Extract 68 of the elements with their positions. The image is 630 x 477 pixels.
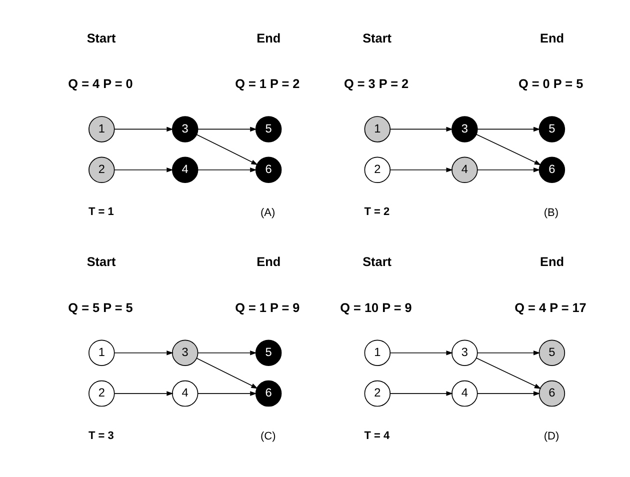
node-circle: 1 [364, 340, 390, 366]
node-circle: 4 [171, 156, 198, 183]
label: T = 2 [364, 206, 390, 218]
label: Q = 0 P = 5 [518, 77, 583, 92]
label: T = 4 [364, 430, 390, 442]
node-circle: 2 [364, 380, 390, 407]
label: (D) [543, 430, 559, 443]
node-circle: 6 [254, 380, 282, 407]
node-circle: 3 [451, 340, 478, 366]
node-circle: 5 [538, 340, 565, 366]
label: Start [362, 31, 391, 46]
node-circle: 1 [364, 116, 390, 142]
label: T = 3 [88, 430, 114, 442]
node-circle: 1 [88, 116, 114, 142]
label: Q = 1 P = 9 [234, 300, 300, 315]
arrow [476, 391, 540, 396]
label: Start [86, 255, 116, 270]
label: Q = 4 P = 0 [68, 77, 132, 92]
label: Q = 5 P = 5 [68, 300, 132, 315]
node-circle: 3 [451, 116, 478, 142]
label: Start [86, 31, 116, 46]
arrow [476, 350, 540, 356]
label: Start [362, 255, 391, 270]
label: Q = 3 P = 2 [343, 77, 408, 92]
arrow [475, 134, 541, 166]
node-circle: 3 [171, 116, 198, 142]
label: Q = 4 P = 17 [514, 300, 586, 315]
node-circle: 6 [538, 156, 565, 183]
node-circle: 5 [538, 116, 565, 142]
node-circle: 5 [254, 116, 282, 142]
arrow [476, 168, 540, 172]
label: End [256, 255, 280, 270]
arrow [389, 350, 453, 356]
arrow [476, 126, 540, 132]
arrow [114, 391, 173, 396]
label: End [256, 31, 280, 46]
arrow [197, 126, 256, 132]
label: End [540, 255, 564, 270]
node-circle: 1 [88, 340, 114, 366]
label: Q = 1 P = 2 [234, 77, 300, 92]
arrow [475, 358, 541, 389]
node-circle: 2 [364, 156, 390, 183]
arrow [389, 168, 453, 172]
label: (B) [543, 206, 558, 219]
node-circle: 6 [538, 380, 565, 407]
node-circle: 4 [171, 380, 198, 407]
arrow [196, 358, 258, 389]
arrow [197, 350, 256, 356]
node-circle: 4 [451, 156, 478, 183]
arrow [389, 391, 453, 396]
label: (A) [260, 206, 275, 219]
arrow [196, 134, 258, 166]
arrow [114, 168, 173, 172]
node-circle: 3 [171, 340, 198, 366]
arrow [114, 350, 173, 356]
label: Q = 10 P = 9 [340, 300, 412, 315]
arrow [197, 391, 256, 396]
arrow [197, 168, 256, 172]
node-circle: 6 [254, 156, 282, 183]
label: End [540, 31, 564, 46]
node-circle: 2 [88, 380, 114, 407]
label: T = 1 [88, 206, 114, 218]
node-circle: 5 [254, 340, 282, 366]
node-circle: 2 [88, 156, 114, 183]
arrow [389, 126, 453, 132]
label: (C) [260, 430, 276, 443]
node-circle: 4 [451, 380, 478, 407]
arrow [114, 126, 173, 132]
